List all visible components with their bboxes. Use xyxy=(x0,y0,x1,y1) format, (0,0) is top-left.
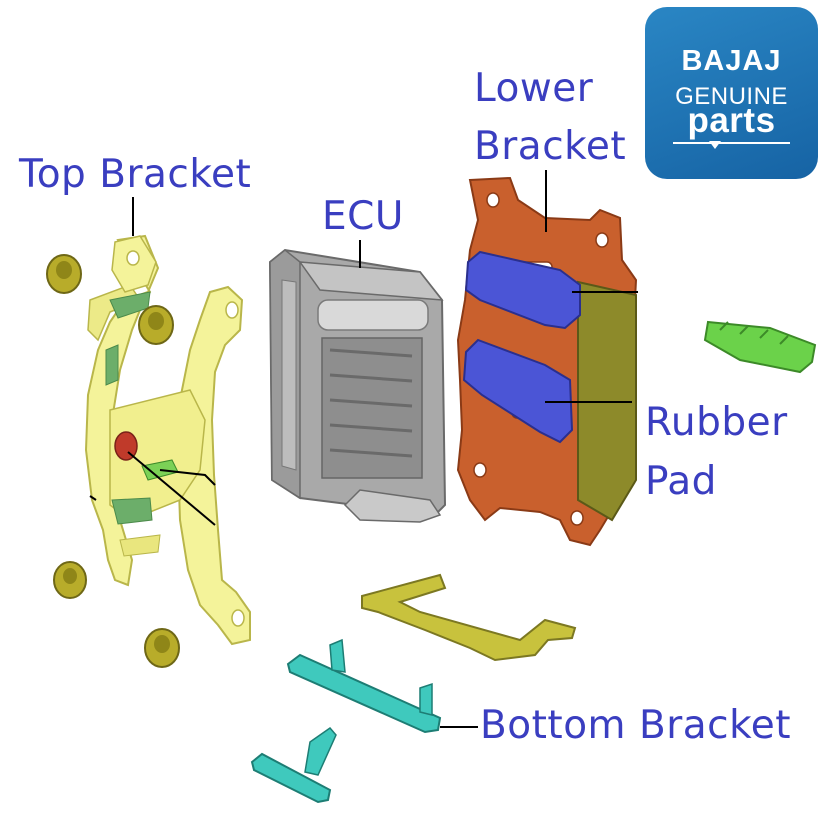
logo-underline-mark xyxy=(709,141,721,149)
logo-parts: parts xyxy=(687,101,776,140)
label-top-bracket: Top Bracket xyxy=(19,152,252,197)
clip-leader xyxy=(159,469,216,486)
logo-genuine: GENUINE xyxy=(675,83,788,110)
bottom-clips xyxy=(250,638,442,804)
label-lower-bracket-line2: Bracket xyxy=(474,124,627,169)
label-rubber-pad-line1: Rubber xyxy=(645,400,788,445)
logo-underline xyxy=(673,142,790,144)
label-rubber-pad-line2: Pad xyxy=(645,459,717,504)
leader-lines xyxy=(89,170,638,728)
label-bottom-bracket: Bottom Bracket xyxy=(480,703,792,748)
bajaj-genuine-parts-logo: BAJAJ GENUINE parts xyxy=(645,7,818,179)
label-ecu: ECU xyxy=(322,194,404,239)
ecu-part xyxy=(268,248,447,523)
top-bracket-bushings xyxy=(46,254,180,668)
top-bracket-part xyxy=(84,234,251,646)
sensor-leader xyxy=(127,451,216,526)
lower-bracket-part xyxy=(456,176,638,547)
bottom-bracket-part xyxy=(361,573,577,662)
connector-part xyxy=(703,320,817,374)
label-lower-bracket-line1: Lower xyxy=(474,66,594,111)
logo-brand: BAJAJ xyxy=(681,45,782,77)
tick-mark xyxy=(89,495,97,501)
